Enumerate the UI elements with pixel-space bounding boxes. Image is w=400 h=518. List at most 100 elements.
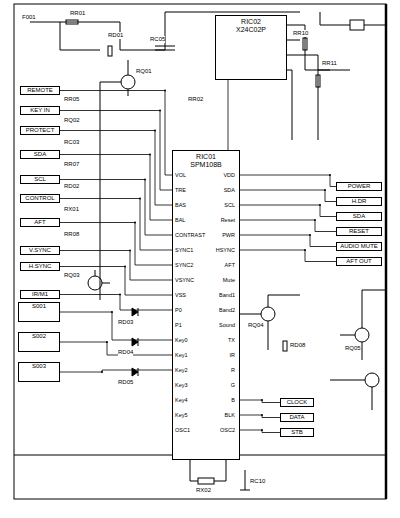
- component-ref: RQ04: [248, 322, 264, 329]
- junction-dot: [111, 311, 113, 313]
- wire-connector: [240, 190, 336, 202]
- wire: [100, 100, 101, 300]
- component-ref: RQ03: [64, 272, 80, 279]
- signal-name: V.SYNC: [21, 247, 59, 254]
- signal-name: IR/M1: [21, 291, 59, 298]
- junction-dot: [159, 110, 161, 112]
- transistor-symbol: [365, 373, 379, 387]
- switch-block: S001: [18, 302, 60, 322]
- signal-connector: IR/M1: [20, 290, 60, 299]
- signal-name: CONTROL: [21, 195, 59, 202]
- signal-name: H.DR: [337, 198, 381, 205]
- diode-bar: [138, 308, 139, 376]
- junction-dot: [314, 219, 316, 221]
- wire-connector: [60, 199, 172, 251]
- component-ref: RR08: [64, 231, 79, 238]
- wire: [190, 460, 250, 490]
- wire-connector: [240, 400, 280, 403]
- junction-dot: [119, 294, 121, 296]
- component-ref: RR10: [293, 30, 308, 37]
- connector-symbol: [350, 20, 364, 30]
- signal-connector: V.SYNC: [20, 246, 60, 255]
- component-ref: RX02: [196, 487, 211, 494]
- component-ref: RX01: [64, 206, 79, 213]
- signal-connector: POWER: [336, 182, 382, 191]
- wire-connector: [60, 131, 172, 206]
- wire-connector: [240, 175, 336, 187]
- resistor-symbol: [66, 20, 78, 24]
- signal-connector: H.SYNC: [20, 262, 60, 271]
- signal-connector: SCL: [20, 175, 60, 184]
- signal-name: S002: [19, 333, 59, 340]
- signal-connector: KEY IN: [20, 106, 60, 115]
- signal-name: CLOCK: [281, 399, 313, 406]
- wire: [318, 12, 386, 70]
- component-ref: RD05: [118, 379, 133, 386]
- signal-connector: SDA: [336, 212, 382, 221]
- wire-connector: [240, 415, 280, 418]
- wire-connector: [228, 80, 229, 150]
- wire-connector: [60, 267, 172, 296]
- junction-dot: [106, 341, 108, 343]
- signal-name: S001: [19, 303, 59, 310]
- component-ref: RD01: [108, 32, 123, 39]
- microcontroller-chip: RIC01SPM108B: [172, 150, 240, 460]
- component-ref: RC03: [64, 139, 79, 146]
- wire: [100, 60, 128, 100]
- signal-connector: AUDIO MUTE: [336, 242, 382, 251]
- junction-dot: [144, 179, 146, 181]
- signal-name: S003: [19, 363, 59, 370]
- component-ref: RR05: [64, 96, 79, 103]
- junction-dot: [124, 266, 126, 268]
- component-ref: RC05: [150, 36, 165, 43]
- switch-block: S002: [18, 332, 60, 352]
- signal-connector: DATA: [280, 413, 314, 422]
- signal-connector: RESET: [336, 227, 382, 236]
- transistor-symbol: [355, 328, 369, 342]
- component-ref: RD02: [64, 183, 79, 190]
- transistor-symbol: [88, 276, 102, 290]
- wire: [285, 25, 330, 140]
- signal-name: STB: [281, 429, 313, 436]
- wire-connector: [60, 295, 172, 311]
- junction-dot: [101, 371, 103, 373]
- frame-edge: [385, 4, 388, 499]
- crystal-symbol: [198, 478, 214, 484]
- junction-dot: [129, 250, 131, 252]
- signal-name: SCL: [21, 176, 59, 183]
- wire-connector: [60, 312, 172, 340]
- component-ref: RC10: [250, 478, 265, 485]
- wire-connector: [60, 370, 172, 372]
- capacitor-symbol: [155, 46, 175, 47]
- resistor-symbol: [316, 75, 320, 87]
- wire-connector: [60, 342, 172, 355]
- wire-connector: [240, 220, 336, 232]
- component-ref: RQ05: [345, 345, 361, 352]
- wire-connector: [60, 180, 172, 236]
- fuse-ref: F001: [22, 14, 36, 21]
- signal-connector: PROTECT: [20, 126, 60, 135]
- signal-connector: CONTROL: [20, 194, 60, 203]
- component-ref: RQ01: [136, 68, 152, 75]
- junction-dot: [319, 204, 321, 206]
- wire-connector: [60, 251, 172, 281]
- signal-name: AFT OUT: [337, 258, 381, 265]
- junction-dot: [154, 130, 156, 132]
- signal-connector: CLOCK: [280, 398, 314, 407]
- chip-name: X24C02P: [216, 26, 286, 34]
- component-ref: RR11: [322, 60, 337, 67]
- wire-connector: [60, 155, 172, 221]
- chip-name: RIC01: [173, 153, 239, 161]
- signal-connector: AFT OUT: [336, 257, 382, 266]
- wire-connector: [240, 430, 280, 433]
- chip-name: RIC02: [216, 18, 286, 26]
- junction-dot: [304, 249, 306, 251]
- junction-dot: [139, 198, 141, 200]
- diode-symbol: [132, 308, 138, 376]
- junction-dot: [261, 429, 263, 431]
- component-ref: RD04: [118, 349, 133, 356]
- transistor-symbol: [261, 307, 275, 321]
- signal-name: REMOTE: [21, 87, 59, 94]
- junction-dot: [164, 90, 166, 92]
- resistor-symbol: [303, 38, 307, 50]
